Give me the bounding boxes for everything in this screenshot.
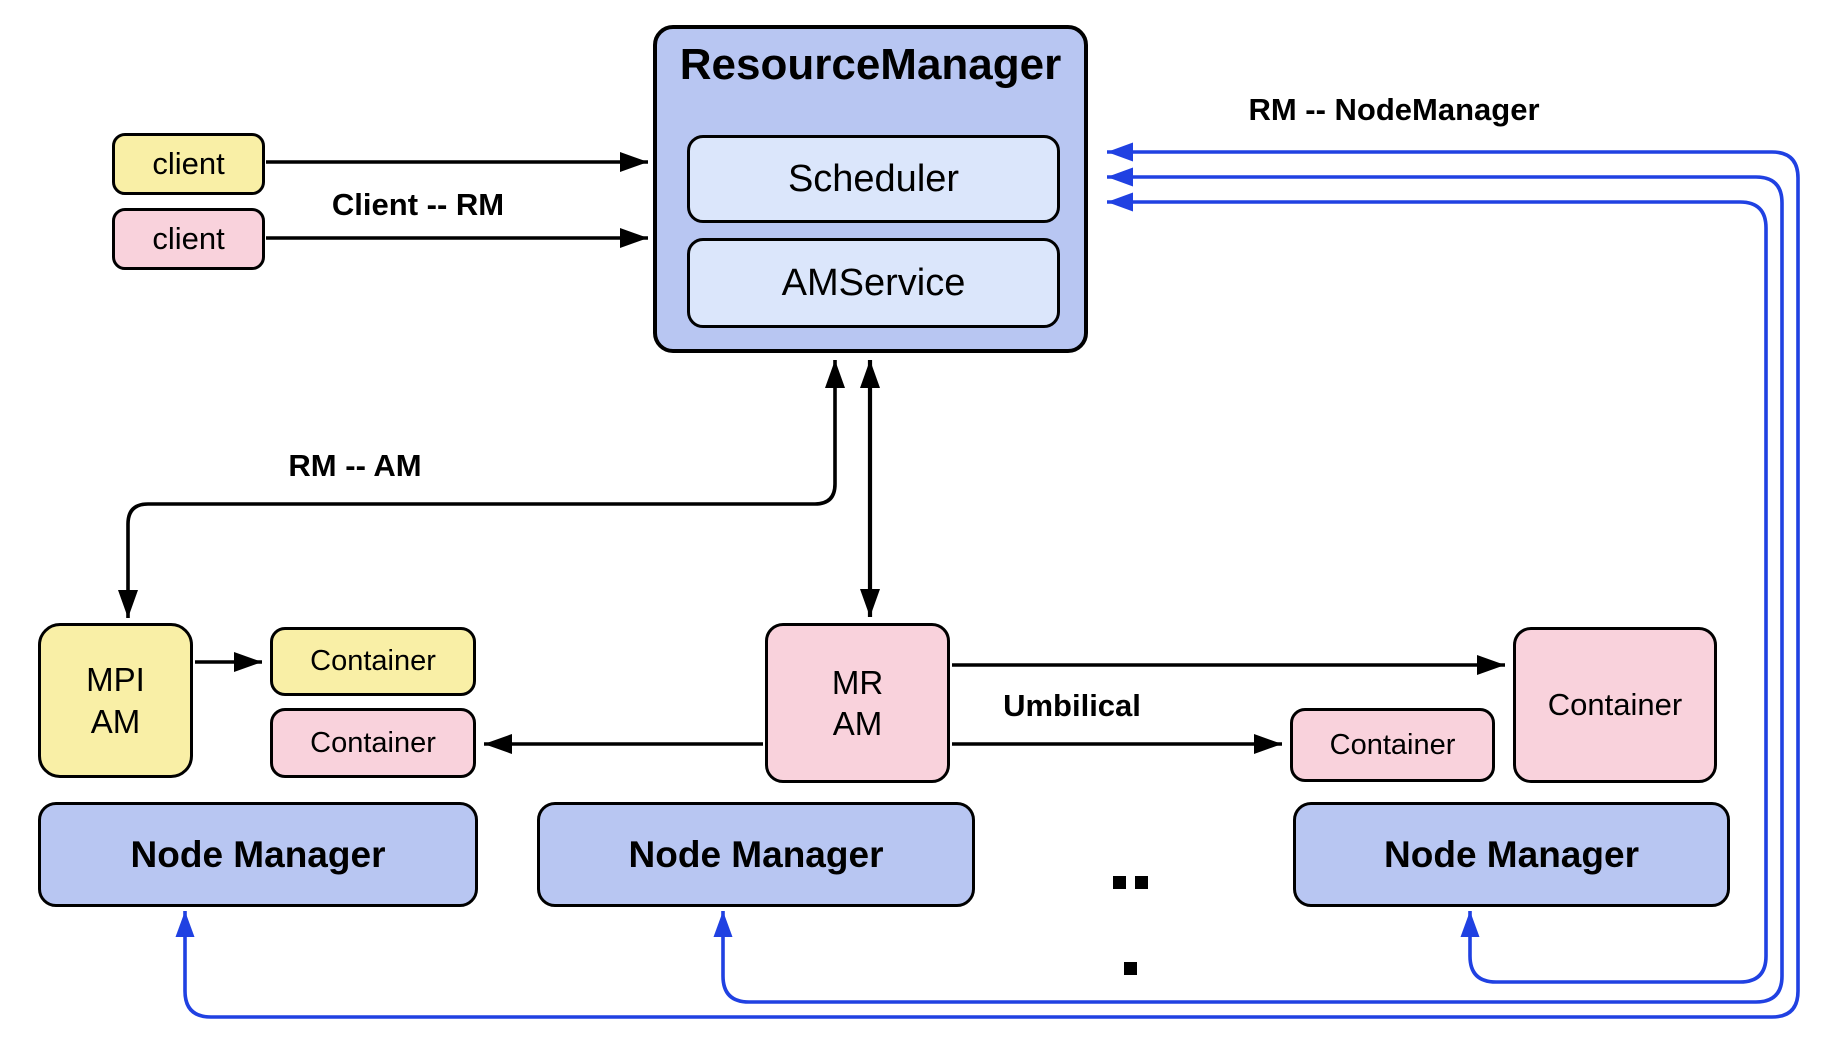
ellipsis-dot <box>1113 876 1126 889</box>
arrow-rm-to-mpi-am <box>118 360 845 618</box>
label-rm-nodemanager: RM -- NodeManager <box>1248 92 1540 127</box>
amservice-label: AMService <box>781 261 966 304</box>
wire-nm2-to-rm <box>713 167 1784 1004</box>
container-label: Container <box>310 726 436 759</box>
node-manager-label: Node Manager <box>628 833 884 875</box>
client-label: client <box>152 221 225 256</box>
container-box-mpi-yellow: Container <box>270 627 476 696</box>
client-label: client <box>152 146 225 181</box>
mr-am-line2: AM <box>832 705 883 742</box>
ellipsis-dot <box>1124 962 1137 975</box>
node-manager-box-3: Node Manager <box>1293 802 1730 907</box>
container-label: Container <box>1547 687 1683 722</box>
client-box-yellow: client <box>112 133 265 195</box>
node-manager-label: Node Manager <box>1384 833 1639 875</box>
container-box-umbilical-target: Container <box>1290 708 1495 782</box>
client-box-pink: client <box>112 208 265 270</box>
label-umbilical: Umbilical <box>1003 688 1141 723</box>
scheduler-label: Scheduler <box>787 157 960 200</box>
container-box-mr-large: Container <box>1513 627 1717 783</box>
container-label: Container <box>1329 728 1456 761</box>
mr-am-box: MR AM <box>765 623 950 783</box>
container-label: Container <box>310 645 436 677</box>
container-box-mpi-pink: Container <box>270 708 476 778</box>
node-manager-box-1: Node Manager <box>38 802 478 907</box>
resource-manager-title: ResourceManager <box>679 40 1062 89</box>
mpi-am-line2: AM <box>90 702 141 740</box>
amservice-box: AMService <box>687 238 1060 328</box>
label-client-rm: Client -- RM <box>331 187 505 222</box>
scheduler-box: Scheduler <box>687 135 1060 223</box>
node-manager-label: Node Manager <box>130 833 386 875</box>
ellipsis-dot <box>1135 876 1148 889</box>
mpi-am-line1: MPI <box>86 661 145 699</box>
label-rm-am: RM -- AM <box>288 448 422 483</box>
mr-am-line1: MR <box>831 663 884 701</box>
mpi-am-box: MPI AM <box>38 623 193 778</box>
wire-nm3-to-rm <box>1107 192 1768 984</box>
node-manager-box-2: Node Manager <box>537 802 975 907</box>
wire-nm1-to-rm <box>175 142 1800 1019</box>
